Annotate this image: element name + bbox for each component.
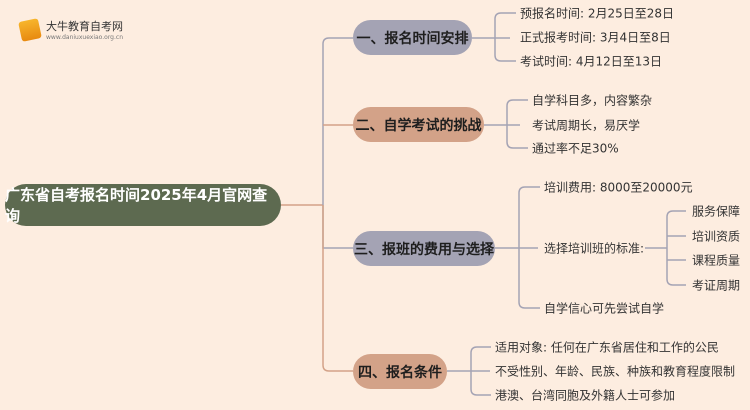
leaf: 预报名时间: 2月25日至28日 [520, 6, 675, 21]
leaf: 自学科目多，内容繁杂 [532, 93, 653, 108]
leaf: 培训费用: 8000至20000元 [544, 180, 693, 195]
branch-4-node: 四、报名条件 [353, 354, 447, 389]
leaf: 适用对象: 任何在广东省居住和工作的公民 [495, 340, 719, 355]
leaf: 港澳、台湾同胞及外籍人士可参加 [495, 388, 676, 403]
leaf: 考试周期长，易厌学 [532, 118, 641, 133]
sub-leaf: 考证周期 [692, 278, 741, 293]
branch-2-node: 二、自学考试的挑战 [353, 107, 484, 142]
logo: 大牛教育自考网 www.daniuxuexiao.org.cn [18, 17, 123, 42]
leaf: 自学信心可先尝试自学 [544, 301, 665, 316]
sub-leaf: 培训资质 [692, 229, 741, 244]
leaf: 通过率不足30% [532, 141, 619, 156]
branch-1-node: 一、报名时间安排 [353, 20, 472, 55]
branch-3-node: 三、报班的费用与选择 [353, 231, 495, 266]
logo-name: 大牛教育自考网 [46, 20, 123, 33]
root-node: 广东省自考报名时间2025年4月官网查询 [5, 184, 281, 226]
book-icon [18, 17, 42, 42]
leaf: 正式报考时间: 3月4日至8日 [520, 30, 671, 45]
sub-leaf: 服务保障 [692, 204, 741, 219]
leaf: 考试时间: 4月12日至13日 [520, 54, 663, 69]
leaf: 不受性别、年龄、民族、种族和教育程度限制 [495, 364, 736, 379]
leaf: 选择培训班的标准: [544, 241, 645, 256]
logo-url: www.daniuxuexiao.org.cn [46, 34, 123, 41]
sub-leaf: 课程质量 [692, 253, 741, 268]
